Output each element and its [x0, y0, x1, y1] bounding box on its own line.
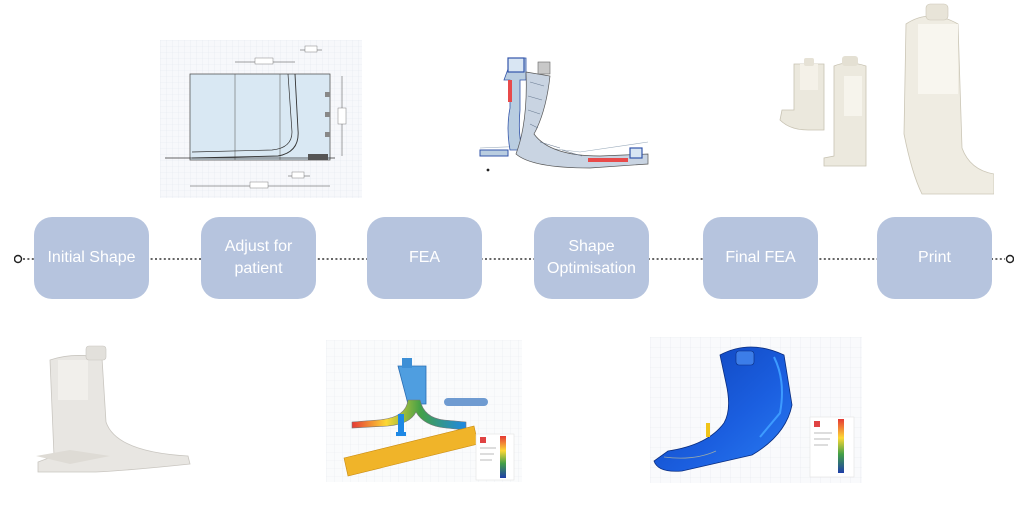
technical-drawing-image [160, 40, 362, 198]
step-print: Print [877, 217, 992, 299]
step-label: FEA [408, 249, 441, 266]
timeline-end-dot [1005, 254, 1014, 264]
step-label: Final FEA [725, 249, 796, 266]
step-label: Print [918, 249, 951, 266]
fea-section-image [470, 52, 668, 174]
step-label: Initial Shape [47, 249, 136, 266]
step-final-fea: Final FEA [703, 217, 818, 299]
final-fea-image [650, 337, 862, 483]
step-label: Adjust for patient [224, 238, 293, 277]
timeline-start-dot [14, 254, 23, 264]
step-fea: FEA [367, 217, 482, 299]
initial-model-image [28, 340, 194, 474]
step-adjust-for-patient: Adjust for patient [201, 217, 316, 299]
fea-simulation-image [326, 340, 522, 482]
printed-parts-image [776, 0, 994, 196]
timeline [14, 254, 1014, 264]
step-label: Shape Optimisation [547, 238, 636, 277]
step-shape-optimisation: Shape Optimisation [534, 217, 649, 299]
step-initial-shape: Initial Shape [34, 217, 149, 299]
